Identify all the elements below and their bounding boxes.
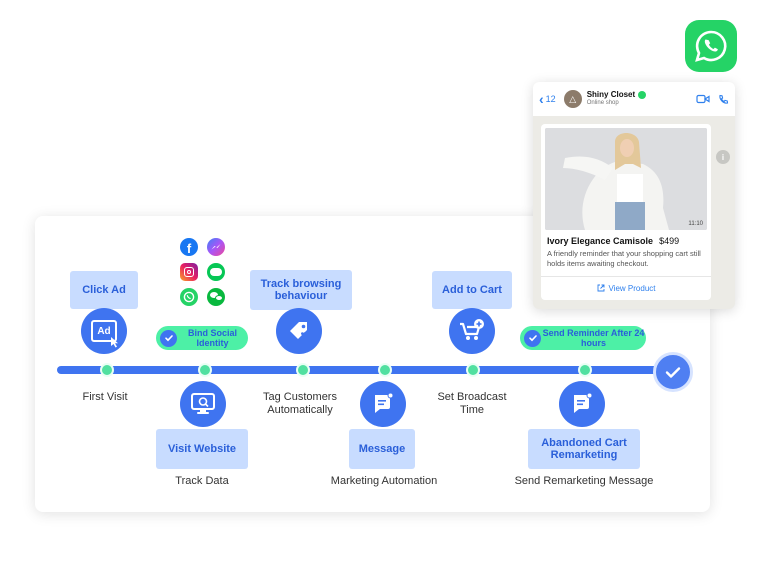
- divider: [541, 276, 711, 277]
- finish-check-icon: [653, 352, 693, 392]
- track-browsing-box: Track browsing behaviour: [250, 270, 352, 310]
- phone-call-icon[interactable]: [718, 94, 729, 105]
- marketing-automation-label: Marketing Automation: [330, 475, 438, 487]
- info-icon[interactable]: i: [716, 150, 730, 164]
- send-reminder-label: Send Reminder After 24 hours: [542, 328, 645, 348]
- click-ad-label: Click Ad: [82, 284, 126, 296]
- external-link-icon: [597, 284, 604, 292]
- video-call-icon[interactable]: [696, 94, 710, 104]
- ad-icon-text: Ad: [97, 325, 111, 337]
- messenger-icon: [207, 238, 225, 256]
- visit-website-label: Visit Website: [167, 443, 237, 455]
- message-bubble: 11:10 Ivory Elegance Camisole $499 A fri…: [541, 124, 711, 300]
- view-product-button[interactable]: View Product: [541, 280, 711, 296]
- view-product-label: View Product: [608, 283, 656, 293]
- product-price: $499: [659, 236, 680, 246]
- visit-website-box: Visit Website: [156, 429, 248, 469]
- click-ad-box: Click Ad: [70, 271, 138, 309]
- abandoned-cart-box: Abandoned Cart Remarketing: [528, 429, 640, 469]
- shop-name: Shiny Closet: [586, 90, 636, 99]
- timeline-dot: [100, 363, 114, 377]
- tag-icon: [276, 308, 322, 354]
- timeline-dot: [466, 363, 480, 377]
- chat-header: ‹ 12 △ Shiny Closet Online shop: [533, 82, 735, 116]
- whatsapp-logo-icon: [685, 20, 737, 72]
- timeline-dot: [378, 363, 392, 377]
- facebook-icon: f: [180, 238, 198, 256]
- whatsapp-chat-window: ‹ 12 △ Shiny Closet Online shop: [533, 82, 735, 309]
- product-photo: 11:10: [545, 128, 707, 230]
- message-box: Message: [349, 429, 415, 469]
- check-icon: [524, 329, 541, 347]
- message-time: 11:10: [688, 221, 703, 227]
- message-icon: [360, 381, 406, 427]
- bind-social-label: Bind Social Identity: [187, 328, 237, 348]
- tag-customers-label: Tag Customers Automatically: [263, 391, 337, 416]
- cart-icon: [449, 308, 495, 354]
- hanger-icon: △: [569, 93, 577, 104]
- track-browsing-label: Track browsing behaviour: [260, 278, 342, 302]
- bind-social-pill: Bind Social Identity: [156, 326, 248, 350]
- website-icon: [180, 381, 226, 427]
- shop-status: Online shop: [586, 100, 619, 106]
- ad-icon: Ad: [81, 308, 127, 354]
- verified-icon: [638, 90, 647, 99]
- back-chevron-icon[interactable]: ‹: [539, 91, 544, 107]
- track-data-label: Track Data: [175, 475, 229, 487]
- instagram-icon: [180, 263, 198, 281]
- abandoned-cart-label: Abandoned Cart Remarketing: [541, 437, 627, 461]
- back-count[interactable]: 12: [545, 94, 556, 104]
- product-name: Ivory Elegance Camisole: [547, 236, 654, 246]
- avatar: △: [563, 90, 582, 108]
- message-label: Message: [358, 443, 406, 455]
- send-remarketing-label: Send Remarketing Message: [514, 475, 654, 487]
- timeline-dot: [198, 363, 212, 377]
- first-visit-label: First Visit: [82, 391, 128, 403]
- timeline-track: [57, 366, 667, 374]
- send-reminder-pill: Send Reminder After 24 hours: [520, 326, 646, 350]
- timeline-dot: [296, 363, 310, 377]
- timeline-dot: [578, 363, 592, 377]
- message-text: A friendly reminder that your shopping c…: [547, 249, 701, 268]
- set-broadcast-label: Set Broadcast Time: [437, 391, 507, 416]
- whatsapp-small-icon: [180, 288, 198, 306]
- add-to-cart-label: Add to Cart: [442, 284, 502, 296]
- remarketing-message-icon: [559, 381, 605, 427]
- check-icon: [160, 329, 177, 347]
- add-to-cart-box: Add to Cart: [432, 271, 512, 309]
- wechat-icon: [207, 288, 225, 306]
- line-icon: [207, 263, 225, 281]
